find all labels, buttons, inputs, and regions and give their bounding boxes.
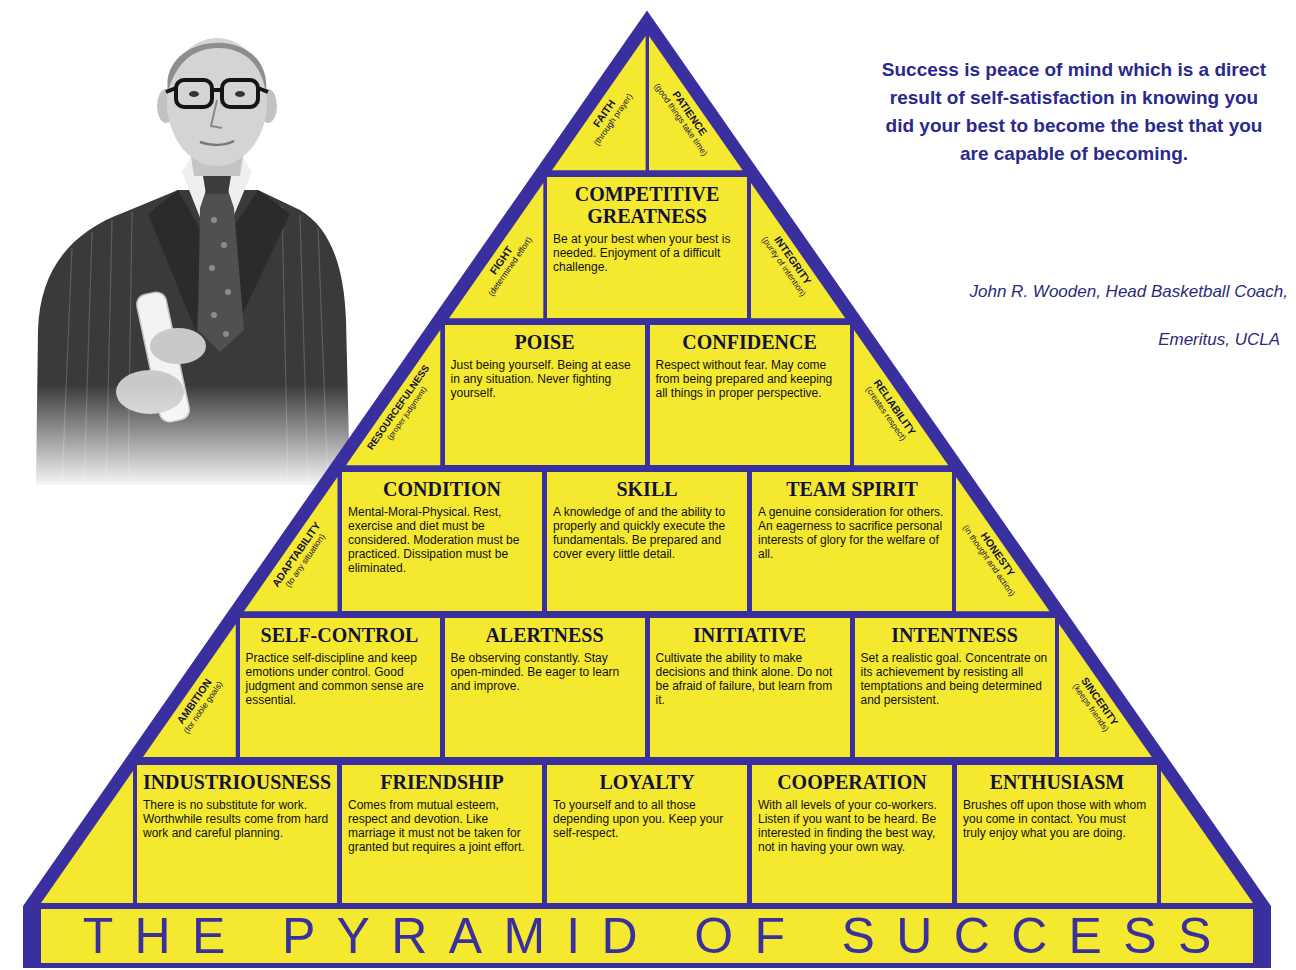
block-heading: LOYALTY bbox=[553, 771, 741, 793]
side-block-shape bbox=[244, 477, 338, 611]
portrait-fade bbox=[28, 385, 358, 490]
pyramid-block: CONDITION Mental-Moral-Physical. Rest, ex… bbox=[342, 472, 542, 611]
side-block-shape bbox=[143, 624, 236, 757]
pyramid-block: CONFIDENCE Respect without fear. May come… bbox=[650, 325, 850, 465]
portrait-tie-knot bbox=[203, 176, 231, 194]
pyramid-block: FRIENDSHIP Comes from mutual esteem, resp… bbox=[342, 765, 542, 903]
side-block-fill bbox=[346, 330, 440, 465]
block-text: To yourself and to all those depending u… bbox=[553, 798, 741, 840]
pyramid-block: ALERTNESS Be observing constantly. Stay o… bbox=[445, 618, 645, 757]
portrait-nose bbox=[211, 100, 222, 128]
portrait-tie-pattern bbox=[209, 217, 231, 337]
pyramid-block: INITIATIVE Cultivate the ability to make … bbox=[650, 618, 850, 757]
pyramid-block: COMPETITIVE GREATNESS Be at your best whe… bbox=[547, 177, 747, 318]
portrait-tie bbox=[198, 190, 244, 352]
portrait-hand bbox=[150, 328, 206, 364]
side-block: FIGHT(determined effort) bbox=[449, 183, 543, 318]
pyramid-block: SELF-CONTROL Practice self-discipline and… bbox=[240, 618, 440, 757]
block-heading: INDUSTRIOUSNESS bbox=[143, 771, 330, 793]
portrait-eye bbox=[235, 91, 245, 97]
quote-text: Success is peace of mind which is a dire… bbox=[878, 56, 1270, 168]
block-heading: COOPERATION bbox=[758, 771, 946, 793]
pyramid-block: SKILL A knowledge of and the ability to p… bbox=[547, 472, 747, 611]
side-block-fill bbox=[244, 477, 338, 611]
block-heading: SKILL bbox=[553, 478, 741, 500]
title-band bbox=[41, 909, 1253, 963]
block-text: A genuine consideration for others. An e… bbox=[758, 505, 946, 561]
portrait-eye bbox=[189, 91, 199, 97]
side-block: ADAPTABILITY(to any situation) bbox=[244, 477, 338, 611]
side-block: RELIABILITY(creates respect) bbox=[854, 330, 948, 465]
block-text: Comes from mutual esteem, respect and de… bbox=[348, 798, 536, 854]
side-block-fill bbox=[854, 330, 948, 465]
side-block-fill bbox=[751, 183, 845, 318]
block-text: Practice self-discipline and keep emotio… bbox=[246, 651, 434, 707]
block-heading: INTENTNESS bbox=[861, 624, 1049, 646]
side-block-shape bbox=[751, 183, 845, 318]
block-text: There is no substitute for work. Worthwh… bbox=[143, 798, 331, 840]
side-block-shape bbox=[449, 183, 543, 318]
portrait-face bbox=[167, 38, 267, 166]
pyramid-block: COOPERATION With all levels of your co-wo… bbox=[752, 765, 952, 903]
side-block-shape bbox=[346, 330, 440, 465]
block-text: Cultivate the ability to make decisions … bbox=[656, 651, 844, 707]
block-heading: SELF-CONTROL bbox=[246, 624, 434, 646]
block-heading: ALERTNESS bbox=[451, 624, 639, 646]
block-text: Brushes off upon those with whom you com… bbox=[963, 798, 1151, 840]
attribution: John R. Wooden, Head Basketball Coach, bbox=[970, 281, 1288, 303]
pyramid-block: INDUSTRIOUSNESS There is no substitute fo… bbox=[137, 765, 337, 903]
pyramid-frame bbox=[23, 11, 1271, 969]
side-block-shape bbox=[956, 477, 1050, 611]
side-block-shape bbox=[854, 330, 948, 465]
block-text: Mental-Moral-Physical. Rest, exercise an… bbox=[348, 505, 536, 575]
block-heading: POISE bbox=[451, 331, 639, 353]
side-block-fill bbox=[956, 477, 1050, 611]
block-text: Just being yourself. Being at ease in an… bbox=[451, 358, 639, 400]
block-heading: FRIENDSHIP bbox=[348, 771, 536, 793]
side-block: SINCERITY(keeps friends) bbox=[1059, 624, 1152, 757]
attribution: Emeritus, UCLA bbox=[1158, 329, 1280, 351]
portrait-mouth bbox=[200, 141, 234, 145]
block-text: Set a realistic goal. Concentrate on its… bbox=[861, 651, 1049, 707]
corner-block bbox=[1161, 771, 1253, 903]
block-heading: CONFIDENCE bbox=[656, 331, 844, 353]
side-block-fill bbox=[552, 36, 646, 170]
side-block: HONESTY(in thought and action) bbox=[956, 477, 1050, 611]
portrait-hair bbox=[167, 43, 266, 94]
pyramid-title: THE PYRAMID OF SUCCESS bbox=[61, 911, 1232, 961]
pyramid-block: INTENTNESS Set a realistic goal. Concentr… bbox=[855, 618, 1055, 757]
side-block-fill bbox=[449, 183, 543, 318]
title-holder: THE PYRAMID OF SUCCESS bbox=[41, 909, 1253, 963]
side-block-fill bbox=[1059, 624, 1152, 757]
side-block-fill bbox=[143, 624, 236, 757]
side-block-shape bbox=[552, 36, 646, 170]
portrait bbox=[28, 38, 358, 490]
block-heading: TEAM SPIRIT bbox=[758, 478, 946, 500]
pyramid-block: POISE Just being yourself. Being at ease … bbox=[445, 325, 645, 465]
side-block: INTEGRITY(purity of intention) bbox=[751, 183, 845, 318]
block-heading: ENTHUSIASM bbox=[963, 771, 1151, 793]
side-block: FAITH(through prayer) bbox=[552, 36, 646, 170]
side-block-fill bbox=[649, 36, 743, 170]
block-text: Be at your best when your best is needed… bbox=[553, 232, 741, 274]
pyramid-block: TEAM SPIRIT A genuine consideration for o… bbox=[752, 472, 952, 611]
side-block: RESOURCEFULNESS(proper judgment) bbox=[346, 330, 440, 465]
pyramid-block: LOYALTY To yourself and to all those depe… bbox=[547, 765, 747, 903]
pyramid-block: ENTHUSIASM Brushes off upon those with wh… bbox=[957, 765, 1157, 903]
block-text: Respect without fear. May come from bein… bbox=[656, 358, 844, 400]
block-heading: INITIATIVE bbox=[656, 624, 844, 646]
block-text: A knowledge of and the ability to proper… bbox=[553, 505, 741, 561]
block-heading: CONDITION bbox=[348, 478, 536, 500]
block-text: With all levels of your co-workers. List… bbox=[758, 798, 946, 854]
side-block: PATIENCE(good things take time) bbox=[649, 36, 743, 170]
side-block: AMBITION(for noble goals) bbox=[143, 624, 236, 757]
corner-block bbox=[41, 771, 133, 903]
block-heading: COMPETITIVE GREATNESS bbox=[553, 183, 741, 227]
block-text: Be observing constantly. Stay open-minde… bbox=[451, 651, 639, 693]
